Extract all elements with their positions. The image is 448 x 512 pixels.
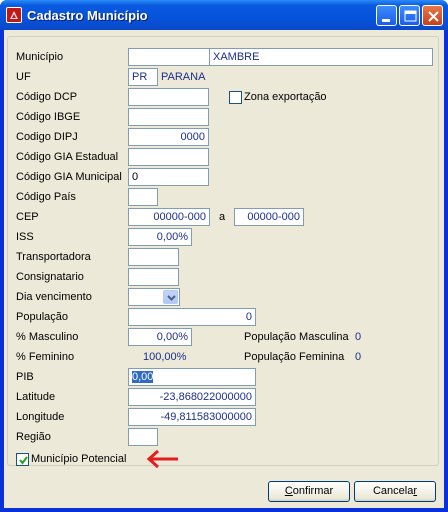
municipio-potencial-checkbox[interactable] xyxy=(16,453,29,466)
red-arrow-icon xyxy=(146,449,178,469)
municipio-label: Município xyxy=(16,51,64,63)
iss-label: ISS xyxy=(16,231,34,243)
municipio-code-field[interactable] xyxy=(128,48,210,66)
chevron-down-icon xyxy=(167,295,176,301)
codigo-pais-field[interactable] xyxy=(128,188,158,206)
close-icon xyxy=(428,11,439,22)
codigo-gia-estadual-label: Código GIA Estadual xyxy=(16,151,119,163)
dialog-client-area: Município XAMBRE UF PR PARANA Código DCP… xyxy=(4,30,444,508)
dia-vencimento-select[interactable] xyxy=(128,288,180,306)
codigo-dcp-field[interactable] xyxy=(128,88,209,106)
app-icon xyxy=(6,7,22,23)
cancelar-button[interactable]: Cancelar xyxy=(354,481,436,502)
iss-field[interactable]: 0,00% xyxy=(128,228,192,246)
maximize-icon xyxy=(404,10,417,22)
longitude-label: Longitude xyxy=(16,411,65,423)
confirmar-button[interactable]: Confirmar xyxy=(268,481,350,502)
codigo-dipj-label: Codigo DIPJ xyxy=(16,131,78,143)
consignatario-field[interactable] xyxy=(128,268,179,286)
municipio-name-field[interactable]: XAMBRE xyxy=(209,48,433,66)
dia-vencimento-label: Dia vencimento xyxy=(16,291,92,303)
cancelar-label: Cancela xyxy=(372,485,414,497)
transportadora-field[interactable] xyxy=(128,248,179,266)
codigo-gia-municipal-field[interactable]: 0 xyxy=(128,168,209,186)
codigo-ibge-field[interactable] xyxy=(128,108,209,126)
uf-name-text: PARANA xyxy=(161,71,206,83)
codigo-pais-label: Código País xyxy=(16,191,76,203)
latitude-label: Latitude xyxy=(16,391,56,403)
codigo-dcp-label: Código DCP xyxy=(16,91,78,103)
cep-to-field[interactable]: 00000-000 xyxy=(234,208,304,226)
confirmar-accel: C xyxy=(284,485,293,497)
longitude-field[interactable]: -49,811583000000 xyxy=(128,408,256,426)
municipio-potencial-label[interactable]: Município Potencial xyxy=(31,453,127,465)
pib-label: PIB xyxy=(16,371,34,383)
title-bar[interactable]: Cadastro Município xyxy=(0,0,448,30)
codigo-gia-municipal-label: Código GIA Municipal xyxy=(16,171,122,183)
maximize-button[interactable] xyxy=(399,5,420,26)
populacao-label: População xyxy=(16,311,68,323)
latitude-field[interactable]: -23,868022000000 xyxy=(128,388,256,406)
populacao-feminina-value: 0 xyxy=(355,351,362,363)
window-title: Cadastro Município xyxy=(27,8,148,23)
zona-exportacao-checkbox[interactable] xyxy=(229,91,242,104)
cep-separator-text: a xyxy=(219,211,226,223)
minimize-button[interactable] xyxy=(376,5,397,26)
uf-label: UF xyxy=(16,71,31,83)
minimize-icon xyxy=(382,19,390,22)
regiao-label: Região xyxy=(16,431,51,443)
codigo-gia-estadual-field[interactable] xyxy=(128,148,209,166)
pct-feminino-value: 100,00% xyxy=(143,351,187,363)
pct-masculino-field[interactable]: 0,00% xyxy=(128,328,192,346)
pct-masculino-label: % Masculino xyxy=(16,331,79,343)
consignatario-label: Consignatario xyxy=(16,271,84,283)
close-button[interactable] xyxy=(422,5,443,26)
pib-field[interactable]: 0,00 xyxy=(128,368,256,386)
transportadora-label: Transportadora xyxy=(16,251,91,263)
cep-label: CEP xyxy=(16,211,39,223)
dropdown-button[interactable] xyxy=(163,290,178,304)
pct-feminino-label: % Feminino xyxy=(16,351,75,363)
populacao-masculina-label: População Masculina xyxy=(244,331,349,343)
populacao-field[interactable]: 0 xyxy=(128,308,256,326)
confirmar-label: onfirmar xyxy=(292,485,334,497)
regiao-field[interactable] xyxy=(128,428,158,446)
uf-code-field[interactable]: PR xyxy=(128,68,158,86)
codigo-dipj-field[interactable]: 0000 xyxy=(128,128,209,146)
cancelar-accel: r xyxy=(413,485,418,497)
pib-value: 0,00 xyxy=(132,371,154,383)
cep-from-field[interactable]: 00000-000 xyxy=(128,208,210,226)
checkmark-icon xyxy=(19,456,28,465)
populacao-feminina-label: População Feminina xyxy=(244,351,345,363)
form-group-box xyxy=(7,36,439,466)
zona-exportacao-label[interactable]: Zona exportação xyxy=(244,91,327,103)
codigo-ibge-label: Código IBGE xyxy=(16,111,81,123)
populacao-masculina-value: 0 xyxy=(355,331,362,343)
